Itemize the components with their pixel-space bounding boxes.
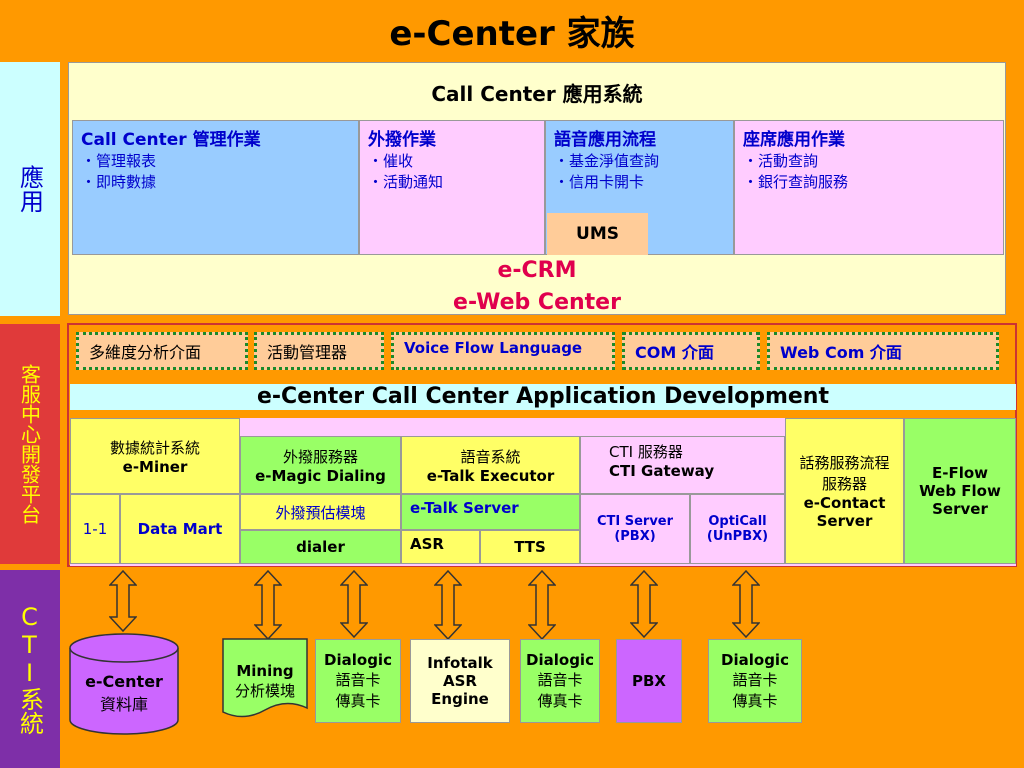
cti-gateway-desc: CTI 服務器 [609, 443, 683, 461]
column-item: ・即時數據 [81, 173, 157, 191]
dialogic-1-voice: 語音卡 [335, 671, 381, 689]
cti-server-box: CTI Server (PBX) [580, 494, 690, 564]
dialogic-3-name: Dialogic [721, 651, 789, 669]
econtact-name2: Server [816, 512, 873, 530]
dialogic-2-name: Dialogic [526, 651, 594, 669]
pbx-box: PBX [616, 639, 682, 723]
tool-webcom-interface: Web Com 介面 [767, 332, 999, 370]
tool-com-interface: COM 介面 [622, 332, 760, 370]
emagic-desc: 外撥服務器 [282, 447, 358, 466]
tool-campaign-manager: 活動管理器 [254, 332, 384, 370]
dialogic-card-1: Dialogic 語音卡 傳真卡 [315, 639, 401, 723]
app-column-management: Call Center 管理作業 ・管理報表 ・即時數據 [72, 120, 359, 255]
eflow-line3: Server [932, 500, 988, 518]
etalk-executor-name: e-Talk Executor [426, 466, 555, 485]
column-head: Call Center 管理作業 [81, 130, 261, 150]
econtact-name: e-Contact [803, 494, 886, 512]
ecrm-label: e-CRM [497, 258, 577, 283]
cti-server-name: CTI Server [596, 514, 674, 529]
emagic-dialing-box: 外撥服務器 e-Magic Dialing [240, 436, 401, 494]
dialogic-3-fax: 傳真卡 [732, 692, 778, 710]
app-column-outbound: 外撥作業 ・催收 ・活動通知 [359, 120, 545, 255]
dialogic-1-name: Dialogic [324, 651, 392, 669]
arrow-ctiserver-pbx [630, 570, 658, 638]
etalk-executor-desc: 語音系統 [460, 447, 521, 466]
eminer-desc: 數據統計系統 [109, 438, 200, 457]
eminer-name: e-Miner [122, 457, 188, 476]
database-name: e-Center [85, 672, 163, 691]
dialogic-1-fax: 傳真卡 [335, 692, 381, 710]
mining-name: Mining [236, 662, 294, 680]
infotalk-line1: Infotalk [427, 654, 493, 672]
arrow-dialer-dialogic [340, 570, 368, 638]
column-item: ・管理報表 [81, 152, 157, 170]
platform-title: e-Center Call Center Application Develop… [70, 384, 1016, 410]
opticall-name: OptiCall [708, 514, 767, 529]
dialogic-2-fax: 傳真卡 [537, 692, 583, 710]
mining-document-icon [222, 638, 308, 724]
etalk-executor-box: 語音系統 e-Talk Executor [401, 436, 580, 494]
column-item: ・基金淨值查詢 [554, 152, 660, 170]
data-mart-box: Data Mart [120, 494, 240, 564]
etalk-server-box: e-Talk Server [401, 494, 580, 530]
arrow-asr-infotalk [434, 570, 462, 640]
eflow-server-box: E-Flow Web Flow Server [904, 418, 1016, 564]
side-label-application: 應用 [0, 62, 60, 316]
arrow-opticall-dialogic [732, 570, 760, 638]
econtact-desc: 話務服務流程 [799, 454, 890, 472]
dialogic-2-voice: 語音卡 [537, 671, 583, 689]
cti-server-type: (PBX) [614, 529, 656, 544]
column-item: ・信用卡開卡 [554, 173, 645, 191]
eminer-box: 數據統計系統 e-Miner [70, 418, 240, 494]
column-item: ・催收 [368, 152, 414, 170]
infotalk-line2: ASR [443, 672, 477, 690]
opticall-box: OptiCall (UnPBX) [690, 494, 785, 564]
infotalk-line3: Engine [431, 690, 489, 708]
column-item: ・活動通知 [368, 173, 444, 191]
dialogic-card-2: Dialogic 語音卡 傳真卡 [520, 639, 600, 723]
database-desc: 資料庫 [99, 695, 148, 714]
one-to-one-box: 1-1 [70, 494, 120, 564]
emagic-name: e-Magic Dialing [255, 466, 386, 485]
ums-box: UMS [547, 213, 648, 255]
mining-label: Mining 分析模塊 [222, 662, 308, 701]
econtact-desc2: 服務器 [821, 475, 867, 493]
cti-gateway-name: CTI Gateway [609, 462, 715, 480]
cti-gateway-box: CTI 服務器 CTI Gateway [580, 436, 785, 494]
opticall-type: (UnPBX) [706, 529, 769, 544]
mining-desc: 分析模塊 [234, 682, 295, 700]
infotalk-asr-engine: Infotalk ASR Engine [410, 639, 510, 723]
app-column-agent: 座席應用作業 ・活動查詢 ・銀行查詢服務 [734, 120, 1004, 255]
column-item: ・活動查詢 [743, 152, 819, 170]
dialogic-card-3: Dialogic 語音卡 傳真卡 [708, 639, 802, 723]
predict-module-box: 外撥預估模塊 [240, 494, 401, 530]
dialer-box: dialer [240, 530, 401, 564]
asr-box: ASR [401, 530, 480, 564]
side-label-cti: CTI系統 [0, 570, 60, 768]
dialogic-3-voice: 語音卡 [732, 671, 778, 689]
eflow-line2: Web Flow [919, 482, 1001, 500]
side-label-platform: 客服中心開發平台 [0, 324, 60, 564]
column-head: 外撥作業 [368, 130, 436, 150]
tool-voice-flow-language: Voice Flow Language [391, 332, 615, 370]
arrow-dialer-mining [254, 570, 282, 640]
arrow-datamart-db [109, 570, 137, 632]
arrow-tts-dialogic [528, 570, 556, 640]
tts-box: TTS [480, 530, 580, 564]
column-item: ・銀行查詢服務 [743, 173, 849, 191]
eflow-line1: E-Flow [931, 464, 989, 482]
database-label: e-Center 資料庫 [68, 672, 180, 715]
eweb-center-label: e-Web Center [453, 290, 621, 315]
database-cylinder-icon [68, 632, 180, 736]
econtact-server-box: 話務服務流程 服務器 e-Contact Server [785, 418, 904, 564]
tool-multidim-analysis: 多維度分析介面 [76, 332, 248, 370]
application-header: Call Center 應用系統 [431, 82, 643, 106]
column-head: 座席應用作業 [743, 130, 845, 150]
column-head: 語音應用流程 [554, 130, 656, 150]
page-title: e-Center 家族 [389, 14, 635, 54]
